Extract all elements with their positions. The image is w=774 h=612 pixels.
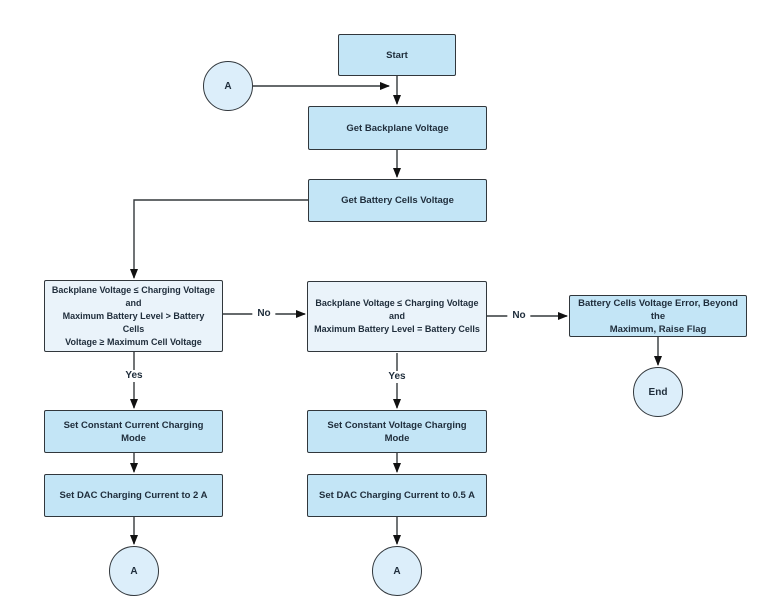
node-end: End [633, 367, 683, 417]
node-start: Start [338, 34, 456, 76]
node-connector-a-bottom-left: A [109, 546, 159, 596]
node-set-dac-current-05a: Set DAC Charging Current to 0.5 A [307, 474, 487, 517]
node-connector-a-top: A [203, 61, 253, 111]
node-get-battery-cells-voltage: Get Battery Cells Voltage [308, 179, 487, 222]
node-decision-constant-voltage: Backplane Voltage ≤ Charging Voltage and… [307, 281, 487, 352]
node-set-constant-current-mode: Set Constant Current Charging Mode [44, 410, 223, 453]
node-error-flag: Battery Cells Voltage Error, Beyond the … [569, 295, 747, 337]
node-decision-constant-current: Backplane Voltage ≤ Charging Voltage and… [44, 280, 223, 352]
edge-label-no-left: No [252, 308, 276, 320]
node-connector-a-bottom-middle: A [372, 546, 422, 596]
edge-label-yes-middle: Yes [383, 371, 411, 383]
node-get-backplane-voltage: Get Backplane Voltage [308, 106, 487, 150]
edge-label-no-middle: No [507, 310, 531, 322]
edge-battery-to-decision-left [130, 199, 308, 279]
edge-label-yes-left: Yes [120, 370, 148, 382]
node-set-constant-voltage-mode: Set Constant Voltage Charging Mode [307, 410, 487, 453]
node-set-dac-current-2a: Set DAC Charging Current to 2 A [44, 474, 223, 517]
